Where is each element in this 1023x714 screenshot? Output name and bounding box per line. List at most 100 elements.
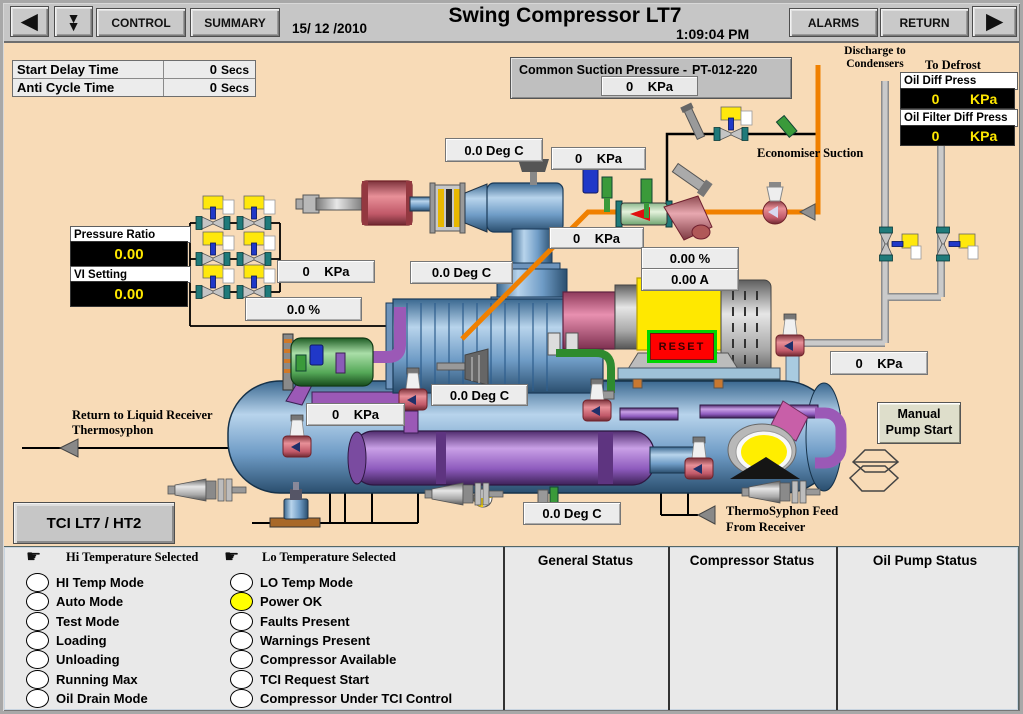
flow-arrow-icon [798, 203, 816, 221]
alarms-button[interactable]: ALARMS [789, 8, 878, 37]
manual-pump-start-button[interactable]: Manual Pump Start [877, 402, 961, 444]
status-lamp-row: Running Max [26, 669, 148, 689]
right-arrow-icon: ▶ [986, 10, 1003, 33]
separator-press-gauge: 0 KPa [306, 403, 405, 426]
oil-manifold-press-gauge: 0 KPa [830, 351, 928, 375]
pressure-ratio-display: 0.00 [70, 241, 188, 267]
hexagon-symbol [848, 449, 900, 492]
vi-setting-display: 0.00 [70, 281, 188, 307]
status-lamp-row: TCI Request Start [230, 669, 452, 689]
status-lamp [26, 669, 49, 689]
timer-unit: Secs [220, 63, 249, 77]
suction-stop-valve-icon [762, 182, 788, 225]
left-nozzle [167, 478, 247, 502]
panel-divider [503, 547, 505, 710]
economiser-suction-label: Economiser Suction [757, 146, 864, 160]
status-lamp-row: Compressor Under TCI Control [230, 688, 452, 708]
discharge-temp-gauge: 0.0 Deg C [445, 138, 543, 162]
oil-cooler-temp-gauge: 0.0 Deg C [523, 502, 621, 525]
status-lamp-label: LO Temp Mode [260, 575, 353, 591]
return-receiver-label2: Thermosyphon [72, 423, 154, 437]
timer-value: 0 [209, 80, 217, 95]
timer-label: Anti Cycle Time [13, 79, 164, 96]
suction-line [460, 65, 821, 341]
solenoid-manifold [195, 195, 276, 299]
status-lamp-label: Power OK [260, 594, 323, 610]
status-lamp-label: Oil Drain Mode [56, 690, 148, 706]
double-down-icon: ▼▼ [66, 9, 81, 34]
status-panel: General Status Compressor Status Oil Pum… [3, 546, 1019, 711]
defrost-feed-valve [775, 313, 805, 357]
slide-position-gauge: 0.0 % [245, 297, 362, 321]
general-status-header: General Status [537, 553, 634, 568]
status-lamp-row: Compressor Available [230, 650, 452, 670]
page-down-button[interactable]: ▼▼ [54, 6, 93, 37]
economiser-press-gauge: 0 KPa [549, 227, 644, 249]
status-lamp [26, 650, 49, 670]
tci-button[interactable]: TCI LT7 / HT2 [13, 502, 175, 544]
status-lamp [230, 688, 253, 708]
status-lamp [230, 650, 253, 670]
pointing-hand-icon: ☛ [224, 547, 240, 566]
defrost-valve [936, 226, 979, 262]
summary-button[interactable]: SUMMARY [190, 8, 280, 37]
nav-forward-button[interactable]: ▶ [972, 6, 1017, 37]
reset-button[interactable]: RESET [647, 330, 717, 363]
status-lamp-row: Unloading [26, 650, 148, 670]
status-lamp-label: Test Mode [56, 613, 120, 629]
panel-divider [668, 547, 670, 710]
timer-value: 0 [209, 62, 217, 77]
common-suction-label: Common Suction Pressure - [519, 63, 688, 77]
status-lamp-row: Oil Drain Mode [26, 688, 148, 708]
date-display: 15/ 12 /2010 [292, 21, 368, 36]
status-lamp [230, 669, 253, 689]
nav-back-button[interactable]: ◀ [10, 6, 49, 37]
separator-temp-gauge: 0.0 Deg C [431, 384, 528, 406]
discharge-press-gauge: 0 KPa [551, 147, 646, 170]
common-suction-panel: Common Suction Pressure - PT-012-220 0 K… [510, 57, 792, 99]
discharge-condensers-label: Discharge to Condensers [844, 45, 906, 71]
timer-unit: Secs [220, 81, 249, 95]
top-toolbar: ◀ ▼▼ CONTROL SUMMARY 15/ 12 /2010 Swing … [0, 0, 1023, 43]
status-lamp-label: Warnings Present [260, 633, 371, 649]
pointing-hand-icon: ☛ [26, 547, 42, 566]
left-arrow-icon: ◀ [21, 10, 38, 33]
status-lamp [26, 592, 49, 612]
lo-temp-selected-header: Lo Temperature Selected [262, 550, 396, 564]
economiser-valve [713, 106, 753, 141]
status-lamp-label: Running Max [56, 671, 138, 687]
status-lamp-label: Unloading [56, 652, 120, 668]
hi-temp-selected-header: Hi Temperature Selected [66, 550, 199, 564]
thermosyphon-arrow-icon [696, 505, 716, 525]
status-lamp-label: TCI Request Start [260, 671, 370, 687]
status-lamp-row: Auto Mode [26, 592, 148, 612]
strainer-icon [663, 195, 713, 241]
oil-cooler [282, 307, 406, 406]
motor-current-gauge: 0.00 A [641, 268, 739, 291]
status-lamp-label: HI Temp Mode [56, 575, 144, 591]
status-lamp-row: HI Temp Mode [26, 573, 148, 593]
status-lamp [26, 688, 49, 708]
suction-press-gauge: 0 KPa [277, 260, 375, 283]
oil-separator-vessel [227, 380, 847, 494]
oil-level-sightglass [741, 435, 787, 469]
thermosyphon-feed-label2: From Receiver [726, 520, 806, 534]
status-lamp-label: Faults Present [260, 613, 350, 629]
vi-setting-label: VI Setting [70, 266, 191, 283]
motor-load-gauge: 0.00 % [641, 247, 739, 270]
common-suction-value: 0 KPa [601, 76, 698, 96]
to-defrost-label: To Defrost [925, 58, 981, 72]
oil-pump-status-header: Oil Pump Status [872, 553, 978, 568]
oil-filter-diff-label: Oil Filter Diff Press [900, 109, 1018, 127]
return-button[interactable]: RETURN [880, 8, 969, 37]
time-display: 1:09:04 PM [676, 26, 750, 42]
control-button[interactable]: CONTROL [96, 8, 186, 37]
timer-label: Start Delay Time [13, 61, 164, 78]
status-lamp [230, 611, 253, 631]
status-lamp-label: Auto Mode [56, 594, 124, 610]
